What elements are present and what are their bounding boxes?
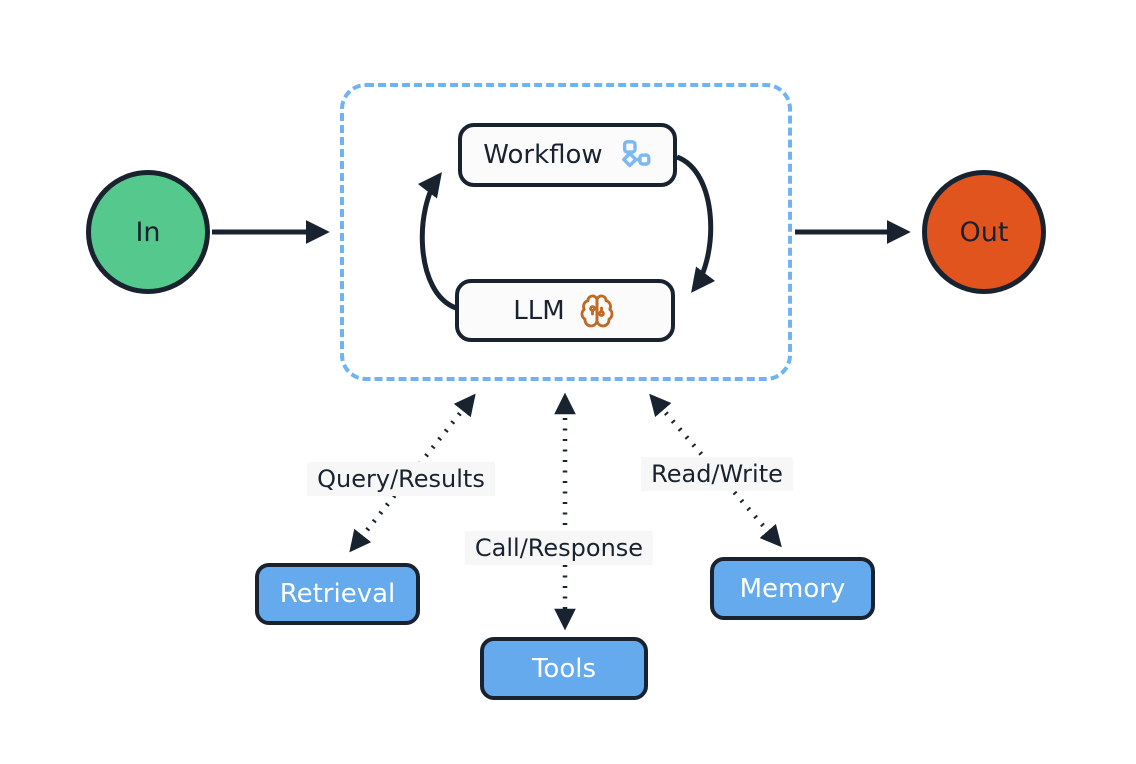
retrieval-node: Retrieval [255,563,420,625]
output-node: Out [922,170,1046,294]
brain-circuit-icon [577,293,617,329]
workflow-node: Workflow [458,123,677,187]
memory-node-label: Memory [739,573,846,604]
memory-node: Memory [710,557,875,620]
output-node-label: Out [959,216,1009,248]
workflow-to-llm-arc [675,154,716,293]
workflow-icon [615,140,652,170]
agent-memory-dotted-arrow [649,393,782,548]
input-node-label: In [135,216,161,248]
tools-edge-label: Call/Response [464,531,654,565]
tools-node-label: Tools [531,653,597,684]
agent-retrieval-dotted-arrow [349,393,476,553]
memory-edge-label: Read/Write [641,457,793,491]
llm-node-label: LLM [513,295,565,326]
retrieval-edge-label: Query/Results [307,462,495,496]
llm-node: LLM [455,279,675,342]
agent-boundary-box [340,83,792,381]
tools-node: Tools [480,637,648,700]
retrieval-node-label: Retrieval [279,579,396,609]
workflow-node-label: Workflow [483,140,603,170]
llm-to-workflow-arc [417,172,458,311]
input-node: In [86,170,210,294]
